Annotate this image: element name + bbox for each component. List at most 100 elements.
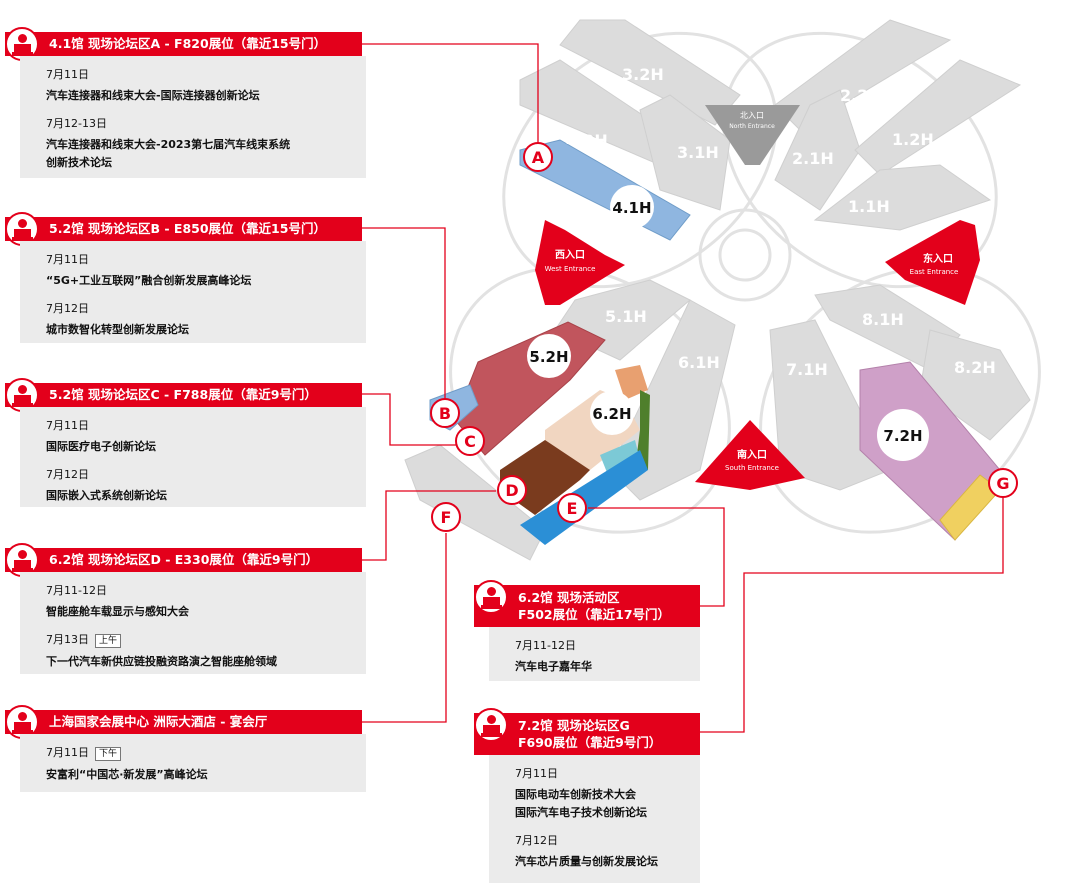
marker-e: E	[557, 493, 587, 523]
panel-a-title-2: 汽车连接器和线束大会-2023第七届汽车线束系统创新技术论坛	[46, 136, 366, 172]
marker-a: A	[523, 142, 553, 172]
zone-e-shape	[520, 450, 648, 545]
east-entrance-label-en: East Entrance	[910, 268, 959, 276]
panel-e-header-line-1: 6.2馆 现场活动区	[518, 590, 620, 605]
hall-label-3-1h: 3.1H	[677, 143, 719, 162]
hall-badge-6-2h: 6.2H	[590, 391, 634, 435]
panel-f-header-text: 上海国家会展中心 洲际大酒店 - 宴会厅	[49, 714, 268, 729]
east-entrance-shape	[885, 220, 980, 305]
panel-g-title-2: 汽车芯片质量与创新发展论坛	[515, 855, 658, 868]
panel-f-header: 上海国家会展中心 洲际大酒店 - 宴会厅	[5, 710, 362, 734]
panel-c-date-1: 7月11日	[46, 419, 89, 432]
north-entrance-shape	[705, 105, 800, 165]
marker-f: F	[431, 502, 461, 532]
hall-label-7-1h: 7.1H	[786, 360, 828, 379]
location-icon	[5, 705, 39, 739]
svg-text:4.1H: 4.1H	[612, 199, 651, 217]
panel-d-title-1: 智能座舱车载显示与感知大会	[46, 605, 189, 618]
hall-label-8-1h: 8.1H	[862, 310, 904, 329]
svg-text:E: E	[567, 499, 578, 518]
panel-e-date-1: 7月11-12日	[515, 639, 576, 652]
hall-badge-4-1h: 4.1H	[610, 185, 654, 229]
north-entrance-label-en: North Entrance	[729, 123, 775, 130]
connector-lines	[362, 43, 1004, 733]
hall-label-5-1h: 5.1H	[605, 307, 647, 326]
marker-g: G	[988, 468, 1018, 498]
panel-d-header-text: 6.2馆 现场论坛区D - E330展位（靠近9号门）	[49, 552, 319, 567]
north-entrance-label-cn: 北入口	[740, 111, 764, 120]
line-d	[362, 490, 496, 561]
line-g	[700, 497, 1004, 733]
svg-text:A: A	[532, 148, 545, 167]
east-entrance-label-cn: 东入口	[923, 252, 953, 265]
panel-b-header-text: 5.2馆 现场论坛区B - E850展位（靠近15号门）	[49, 221, 326, 236]
panel-g-title-1a: 国际电动车创新技术大会	[515, 788, 636, 801]
hall-label-2-1h: 2.1H	[792, 149, 834, 168]
marker-b: B	[430, 398, 460, 428]
panel-c-title-2: 国际嵌入式系统创新论坛	[46, 489, 167, 502]
hall-label-6-1h: 6.1H	[678, 353, 720, 372]
marker-c: C	[455, 426, 485, 456]
panel-a-title-1: 汽车连接器和线束大会-国际连接器创新论坛	[46, 89, 260, 102]
panel-f-body: 7月11日下午 安富利“中国芯·新发展”高峰论坛	[20, 734, 366, 792]
panel-f-badge-afternoon: 下午	[95, 747, 122, 761]
panel-g-title-1: 国际电动车创新技术大会国际汽车电子技术创新论坛	[515, 786, 700, 822]
panel-d-date-2-row: 7月13日上午	[46, 631, 366, 648]
hall-label-1-2h: 1.2H	[892, 130, 934, 149]
hall-badge-7-2h: 7.2H	[877, 409, 929, 461]
panel-f-title-1: 安富利“中国芯·新发展”高峰论坛	[46, 768, 208, 781]
panel-f-date-1: 7月11日	[46, 746, 89, 759]
south-entrance-label-cn: 南入口	[737, 448, 767, 461]
panel-c-header: 5.2馆 现场论坛区C - F788展位（靠近9号门）	[5, 383, 362, 407]
marker-d: D	[497, 475, 527, 505]
line-f	[362, 533, 447, 723]
panel-g-header-line-2: F690展位（靠近9号门）	[518, 735, 662, 750]
panel-g-body: 7月11日 国际电动车创新技术大会国际汽车电子技术创新论坛 7月12日 汽车芯片…	[489, 755, 700, 883]
panel-e-title-1: 汽车电子嘉年华	[515, 660, 592, 673]
panel-a-header: 4.1馆 现场论坛区A - F820展位（靠近15号门）	[5, 32, 362, 56]
location-icon	[474, 708, 508, 742]
hall-2-1h-shape	[774, 89, 861, 211]
zone-green	[635, 390, 650, 470]
zone-orange	[615, 365, 648, 400]
panel-d-title-2: 下一代汽车新供应链投融资路演之智能座舱领域	[46, 655, 277, 668]
hall-badge-5-2h: 5.2H	[527, 334, 571, 378]
line-b	[362, 227, 446, 400]
svg-text:C: C	[464, 432, 476, 451]
panel-b-title-2: 城市数智化转型创新发展论坛	[46, 323, 189, 336]
panel-c-body: 7月11日 国际医疗电子创新论坛 7月12日 国际嵌入式系统创新论坛	[20, 407, 366, 507]
panel-g-header-line-1: 7.2馆 现场论坛区G	[518, 718, 630, 733]
panel-g-header: 7.2馆 现场论坛区G F690展位（靠近9号门）	[474, 713, 700, 755]
svg-text:6.2H: 6.2H	[592, 405, 631, 423]
panel-a-date-1: 7月11日	[46, 68, 89, 81]
west-entrance-label-en: West Entrance	[545, 265, 596, 273]
hall-label-8-2h: 8.2H	[954, 358, 996, 377]
line-c	[362, 393, 456, 446]
panel-g-date-1: 7月11日	[515, 767, 558, 780]
panel-a-title-2a: 汽车连接器和线束大会-2023第七届汽车线束系统	[46, 138, 291, 151]
panel-b-title-1: “5G+工业互联网”融合创新发展高峰论坛	[46, 274, 252, 287]
hall-label-2-2h: 2.2H	[840, 86, 882, 105]
svg-text:7.2H: 7.2H	[883, 427, 922, 445]
location-icon	[5, 378, 39, 412]
hall-3-1h-shape	[639, 94, 731, 211]
svg-text:D: D	[505, 481, 518, 500]
panel-g-title-1b: 国际汽车电子技术创新论坛	[515, 806, 647, 819]
panel-c-header-text: 5.2馆 现场论坛区C - F788展位（靠近9号门）	[49, 387, 317, 402]
panel-d-date-2: 7月13日	[46, 633, 89, 646]
panel-d-header: 6.2馆 现场论坛区D - E330展位（靠近9号门）	[5, 548, 362, 572]
panel-b-header: 5.2馆 现场论坛区B - E850展位（靠近15号门）	[5, 217, 362, 241]
panel-a-title-2b: 创新技术论坛	[46, 156, 112, 169]
panel-b-date-1: 7月11日	[46, 253, 89, 266]
panel-e-body: 7月11-12日 汽车电子嘉年华	[489, 627, 700, 681]
line-a	[362, 43, 539, 144]
svg-text:B: B	[439, 404, 451, 423]
panel-d-body: 7月11-12日 智能座舱车载显示与感知大会 7月13日上午 下一代汽车新供应链…	[20, 572, 366, 674]
panel-c-title-1: 国际医疗电子创新论坛	[46, 440, 156, 453]
panel-a-date-2: 7月12-13日	[46, 117, 107, 130]
hall-f-strip	[404, 444, 546, 561]
panel-d-badge-morning: 上午	[95, 634, 122, 648]
south-entrance-label-en: South Entrance	[725, 464, 779, 472]
west-entrance-shape	[535, 220, 625, 305]
panel-b-body: 7月11日 “5G+工业互联网”融合创新发展高峰论坛 7月12日 城市数智化转型…	[20, 241, 366, 343]
